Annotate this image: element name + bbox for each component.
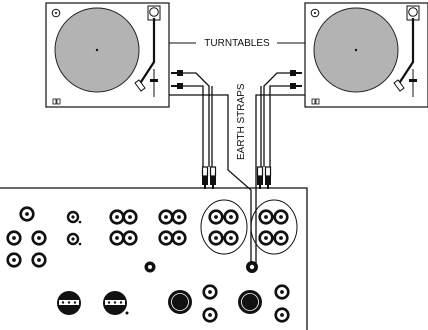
rca-plugs-left-turntable-end (171, 70, 183, 89)
turntables-label: TURNTABLES (204, 38, 270, 49)
turntable-right-tonearm (393, 5, 420, 92)
turntable-right-start-buttons (311, 98, 320, 105)
rca-cable-left (183, 72, 213, 167)
mixer-xlr-connector-2 (103, 291, 129, 315)
mixer-ground-terminal-small (144, 261, 156, 273)
earth-straps-label: EARTH STRAPS (236, 83, 247, 160)
mixer-xlr-connector-1 (57, 291, 81, 315)
rca-plugs-left-mixer-end (201, 166, 217, 190)
turntable-right-pitch-slider (409, 69, 417, 97)
mixer-phono-input-left (200, 199, 248, 255)
mixer-input-group-1 (109, 209, 138, 246)
turntable-right (304, 2, 428, 108)
mixer-ground-terminal (246, 261, 258, 273)
turntable-left-pitch-slider (150, 69, 158, 97)
mixer-aux-pair (66, 210, 82, 246)
mixer-output-sockets-2 (274, 284, 290, 323)
turntable-left-start-buttons (52, 98, 61, 105)
mixer-phono-input-right (250, 199, 298, 255)
mixer-left-jack-group (6, 206, 47, 268)
rca-plugs-right-mixer-end (256, 166, 272, 190)
turntable-left (45, 2, 170, 108)
turntable-left-power-knob (51, 8, 61, 18)
turntable-right-power-knob (310, 8, 320, 18)
rca-cable-right (260, 72, 290, 167)
mixer-output-sockets-1 (202, 284, 218, 323)
rca-plugs-right-turntable-end (290, 70, 302, 89)
mixer-input-group-2 (158, 209, 187, 246)
mixer-master-jack-2 (238, 290, 262, 314)
turntable-right-spindle (354, 48, 358, 52)
mixer-rear-panel (0, 187, 308, 330)
turntable-left-tonearm (134, 5, 161, 92)
turntable-left-spindle (95, 48, 99, 52)
earth-strap-cable (169, 94, 305, 267)
mixer-master-jack-1 (168, 290, 192, 314)
